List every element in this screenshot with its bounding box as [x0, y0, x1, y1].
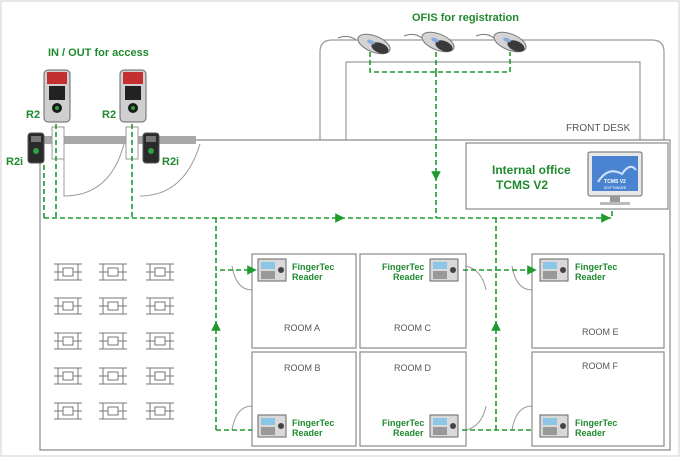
desk-chair-icon: [146, 402, 174, 420]
reader-d-line1: FingerTec: [382, 418, 424, 428]
desk-chair-icon: [146, 297, 174, 315]
reader-f-line1: FingerTec: [575, 418, 617, 428]
r2i-right-label: R2i: [162, 156, 179, 168]
room-b-label: ROOM B: [284, 363, 321, 373]
fingertec-reader-d-icon: [429, 414, 459, 438]
entrance-door-right: [139, 143, 201, 197]
fingertec-reader-f-icon: [539, 414, 569, 438]
ofis-scanner-3-icon: [475, 31, 527, 53]
desk-chair-icon: [54, 332, 82, 350]
r2-right-label: R2: [102, 109, 116, 121]
desk-chair-icon: [99, 263, 127, 281]
r2i-device-left-icon: [27, 132, 45, 164]
room-f-label: ROOM F: [582, 361, 618, 371]
r2-device-left-icon: [43, 69, 71, 123]
monitor-brand-text: TCMS V2: [604, 179, 626, 185]
r2i-device-right-icon: [142, 132, 160, 164]
desk-chair-icon: [146, 263, 174, 281]
front-desk-label: FRONT DESK: [566, 123, 631, 134]
reader-b-line2: Reader: [292, 428, 323, 438]
entrance-wall-left: [44, 136, 128, 144]
reader-e-line2: Reader: [575, 272, 606, 282]
desk-chair-icon: [146, 367, 174, 385]
room-e-label: ROOM E: [582, 327, 619, 337]
front-desk-outer-wall: [319, 39, 665, 140]
internal-office-title: Internal office: [492, 163, 571, 177]
rooms-block: [251, 253, 665, 447]
fingertec-reader-c-icon: [429, 258, 459, 282]
reader-e-line1: FingerTec: [575, 262, 617, 272]
reader-b-line1: FingerTec: [292, 418, 334, 428]
desk-chair-icon: [54, 297, 82, 315]
desk-chair-icon: [146, 332, 174, 350]
network-paths: [43, 52, 613, 431]
r2-left-label: R2: [26, 109, 40, 121]
door-frame-left: [51, 126, 65, 160]
desk-chair-icon: [99, 367, 127, 385]
bus-to-monitor: [606, 208, 613, 219]
reader-c-line2: Reader: [393, 272, 424, 282]
workstation-desks: [54, 263, 174, 420]
link-room-c: [462, 218, 497, 271]
desk-chair-icon: [99, 332, 127, 350]
desk-chair-icon: [54, 402, 82, 420]
entrance-wall-right: [132, 136, 196, 144]
front-desk-counter: [345, 61, 641, 140]
ofis-scanner-1-icon: [337, 33, 391, 55]
desk-chair-icon: [54, 263, 82, 281]
reader-f-line2: Reader: [575, 428, 606, 438]
r2i-left-label: R2i: [6, 156, 23, 168]
ofis-title: OFIS for registration: [412, 12, 519, 24]
room-a-label: ROOM A: [284, 323, 320, 333]
building-outline: [39, 139, 671, 451]
reader-d-line2: Reader: [393, 428, 424, 438]
entrance-door-left: [63, 140, 125, 197]
tcms-monitor-icon: TCMS V2 SOFTWARE: [587, 151, 643, 205]
fingertec-reader-a-icon: [257, 258, 287, 282]
ofis-link-bus: [369, 52, 511, 73]
internal-office-subtitle: TCMS V2: [496, 178, 548, 192]
fingertec-reader-e-icon: [539, 258, 569, 282]
inout-title: IN / OUT for access: [48, 47, 149, 59]
room-d-label: ROOM D: [394, 363, 431, 373]
ofis-scanner-2-icon: [403, 31, 455, 53]
room-c-label: ROOM C: [394, 323, 431, 333]
monitor-sub-text: SOFTWARE: [604, 185, 627, 190]
reader-c-line1: FingerTec: [382, 262, 424, 272]
desk-chair-icon: [99, 297, 127, 315]
reader-a-line1: FingerTec: [292, 262, 334, 272]
r2-device-right-icon: [119, 69, 147, 123]
desk-chair-icon: [54, 367, 82, 385]
link-room-a: [215, 218, 257, 275]
desk-chair-icon: [99, 402, 127, 420]
fingertec-reader-b-icon: [257, 414, 287, 438]
reader-a-line2: Reader: [292, 272, 323, 282]
